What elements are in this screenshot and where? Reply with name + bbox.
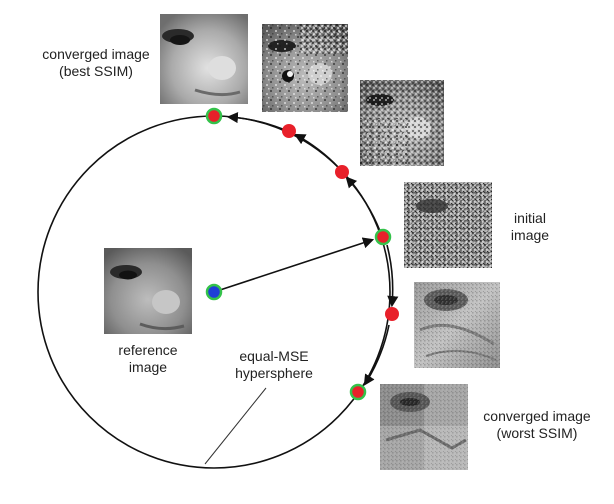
converged-worst-label: converged image (worst SSIM) bbox=[483, 408, 591, 441]
arrow-initial-to-step-2 bbox=[345, 176, 381, 232]
step-down-1-point bbox=[385, 307, 399, 321]
converged-worst-thumbnail bbox=[380, 384, 468, 470]
hypersphere-label: equal-MSE hypersphere bbox=[235, 348, 313, 381]
initial-thumbnail bbox=[404, 182, 492, 268]
reference-point bbox=[205, 283, 223, 301]
arrow-to-worst bbox=[363, 324, 390, 386]
step-2-thumbnail bbox=[360, 80, 444, 166]
step-1-thumbnail bbox=[262, 24, 348, 112]
converged-best-point bbox=[205, 107, 223, 125]
step-down-1-thumbnail bbox=[414, 282, 500, 368]
hypersphere-leader-line bbox=[204, 387, 267, 465]
reference-thumbnail bbox=[104, 248, 192, 334]
reference-label: reference image bbox=[118, 342, 178, 375]
converged-worst-point bbox=[349, 383, 367, 401]
arrow-initial-down bbox=[386, 244, 399, 308]
converged-best-label: converged image (best SSIM) bbox=[42, 46, 150, 79]
step-2-point bbox=[335, 165, 349, 179]
initial-point bbox=[374, 228, 392, 246]
reference-to-initial-arrow bbox=[219, 237, 375, 291]
converged-best-thumbnail bbox=[160, 14, 248, 104]
initial-label: initial image bbox=[510, 210, 550, 243]
step-1-point bbox=[282, 124, 296, 138]
arrow-to-best bbox=[226, 111, 286, 131]
